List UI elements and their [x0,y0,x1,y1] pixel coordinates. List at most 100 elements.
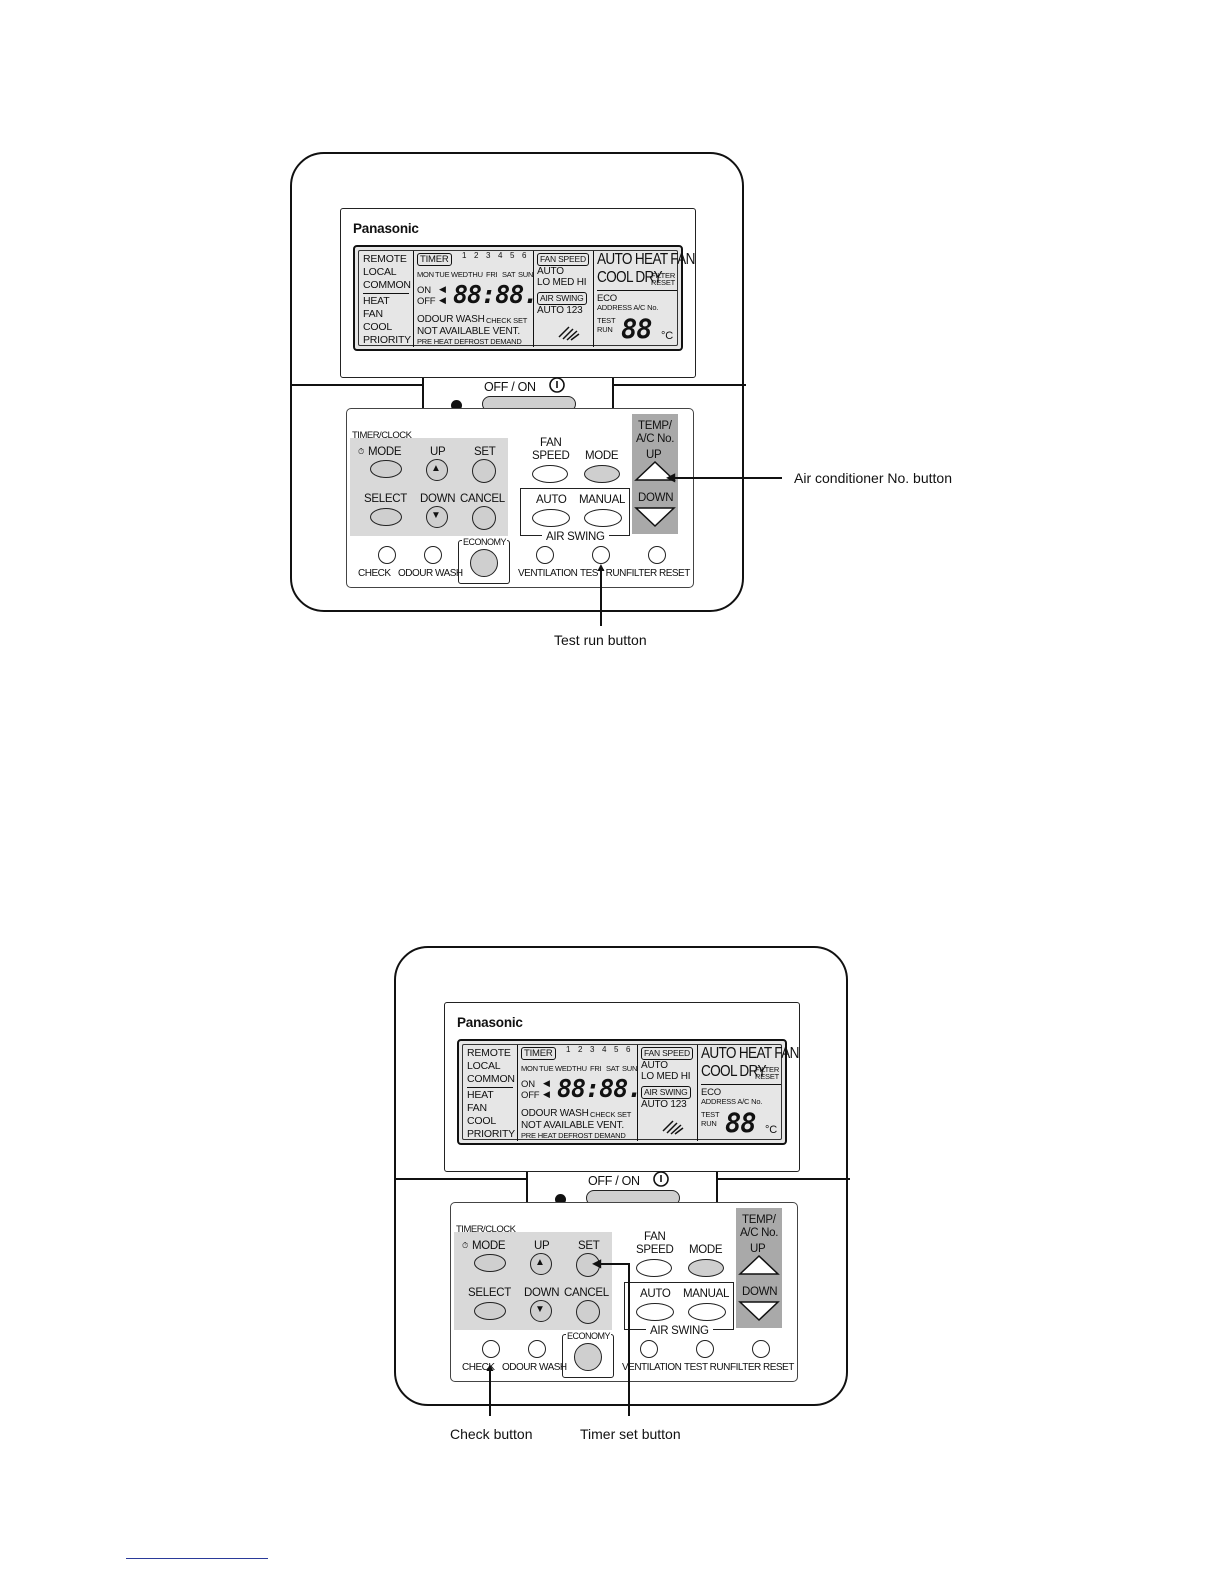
fan-speed-button[interactable] [532,465,568,483]
lcd-timer: TIMER [417,253,452,266]
lcd-preheat: PRE HEAT DEFROST DEMAND [417,337,522,346]
day-fri: FRI [590,1064,602,1073]
fan-label: FAN [540,437,562,449]
timer-up-button[interactable] [426,459,448,481]
check-arrowhead-icon: ▲ [484,1360,496,1374]
lcd-temp-unit: °C [661,330,673,342]
off-marker-icon: ◀ [543,1089,550,1099]
filter-reset-label: FILTER RESET [626,568,690,579]
odour-wash-button[interactable] [424,546,442,564]
test-run-button[interactable] [696,1340,714,1358]
cancel-button[interactable] [472,506,496,530]
lcd-fan: FAN [467,1102,487,1114]
economy-label: ECONOMY [566,1330,612,1342]
lcd-run: RUN [701,1119,717,1128]
up-arrow-icon: ▲ [431,463,441,474]
lcd-check-set: CHECK SET [590,1110,632,1119]
temp-up-label: UP [750,1243,766,1255]
lcd-eco: ECO [701,1087,721,1098]
timer-down-button[interactable] [530,1300,552,1322]
remote-controller-body: Panasonic REMOTE LOCAL COMMON HEAT FAN C… [290,152,746,612]
lcd-on: ON [521,1079,535,1090]
off-marker-icon: ◀ [439,295,446,305]
timer-down-button[interactable] [426,506,448,528]
lcd-on: ON [417,285,431,296]
lcd-check-set: CHECK SET [486,316,528,325]
mode-btn-label: MODE [689,1244,723,1256]
footer-rule [126,1558,268,1559]
lcd-modes-top: AUTO HEAT FAN [597,251,695,268]
temp-up-button[interactable] [738,1254,780,1276]
lcd-address: ADDRESS A/C No. [597,303,659,312]
mode-button[interactable] [688,1259,724,1277]
fan-speed-button[interactable] [636,1259,672,1277]
lcd-test: TEST [597,316,616,325]
filter-reset-button[interactable] [752,1340,770,1358]
day-sat: SAT [502,270,516,279]
swing-manual-button[interactable] [584,509,622,527]
odour-wash-button[interactable] [528,1340,546,1358]
swing-manual-button[interactable] [688,1303,726,1321]
temp-down-button[interactable] [634,506,676,528]
program-2: 2 [578,1045,583,1054]
temp-digits: 88 [725,1108,757,1139]
temp-label: TEMP/ [638,420,672,432]
lcd-temp-unit: °C [765,1124,777,1136]
down-arrow-icon: ▼ [431,510,441,521]
day-sun: SUN [622,1064,638,1073]
program-5: 5 [614,1045,619,1054]
timer-set-button[interactable] [576,1253,600,1277]
test-run-button[interactable] [592,546,610,564]
lcd-local: LOCAL [467,1060,501,1072]
brand-logo: Panasonic [457,1015,523,1030]
select-label: SELECT [364,493,407,505]
economy-button[interactable] [574,1343,602,1371]
temp-down-label: DOWN [742,1286,778,1298]
check-button[interactable] [378,546,396,564]
temp-up-button[interactable] [634,460,676,482]
temp-down-button[interactable] [738,1300,780,1322]
program-4: 4 [498,251,503,260]
timer-set-button[interactable] [472,459,496,483]
down-label: DOWN [420,493,456,505]
day-mon: MON [417,270,434,279]
filter-reset-label: FILTER RESET [730,1362,794,1373]
on-marker-icon: ◀ [439,284,446,294]
lcd-filter: FILTER [755,1065,780,1074]
mode-button[interactable] [584,465,620,483]
ventilation-button[interactable] [536,546,554,564]
ventilation-label: VENTILATION [518,568,578,579]
lcd-cool: COOL [363,321,392,333]
clock-icon: ⏱ [358,447,364,456]
power-indicator-led [555,1194,566,1205]
temp-digits: 88 [621,314,653,345]
mode-label: MODE [472,1240,506,1252]
test-run-label: TEST RUN [580,568,626,579]
lcd-common: COMMON [467,1073,515,1085]
lcd-fan-auto: AUTO [641,1060,668,1071]
timer-mode-button[interactable] [370,460,402,478]
swing-auto-button[interactable] [532,509,570,527]
economy-button[interactable] [470,549,498,577]
lcd-preheat: PRE HEAT DEFROST DEMAND [521,1131,626,1140]
swing-auto-button[interactable] [636,1303,674,1321]
select-button[interactable] [370,508,402,526]
select-button[interactable] [474,1302,506,1320]
display-frame: Panasonic REMOTE LOCAL COMMON HEAT FAN C… [444,1002,800,1172]
timer-mode-button[interactable] [474,1254,506,1272]
ventilation-button[interactable] [640,1340,658,1358]
program-6: 6 [626,1045,631,1054]
lcd-priority: PRIORITY [363,334,411,346]
lcd-air-swing: AIR SWING [641,1086,691,1099]
mode-label: MODE [368,446,402,458]
ac-no-label: A/C No. [740,1227,779,1239]
filter-reset-button[interactable] [648,546,666,564]
mode-btn-label: MODE [585,450,619,462]
lcd-timer: TIMER [521,1047,556,1060]
cancel-button[interactable] [576,1300,600,1324]
on-marker-icon: ◀ [543,1078,550,1088]
check-button[interactable] [482,1340,500,1358]
power-indicator-led [451,400,462,411]
lcd-screen: REMOTE LOCAL COMMON HEAT FAN COOL PRIORI… [353,245,695,351]
timer-up-button[interactable] [530,1253,552,1275]
